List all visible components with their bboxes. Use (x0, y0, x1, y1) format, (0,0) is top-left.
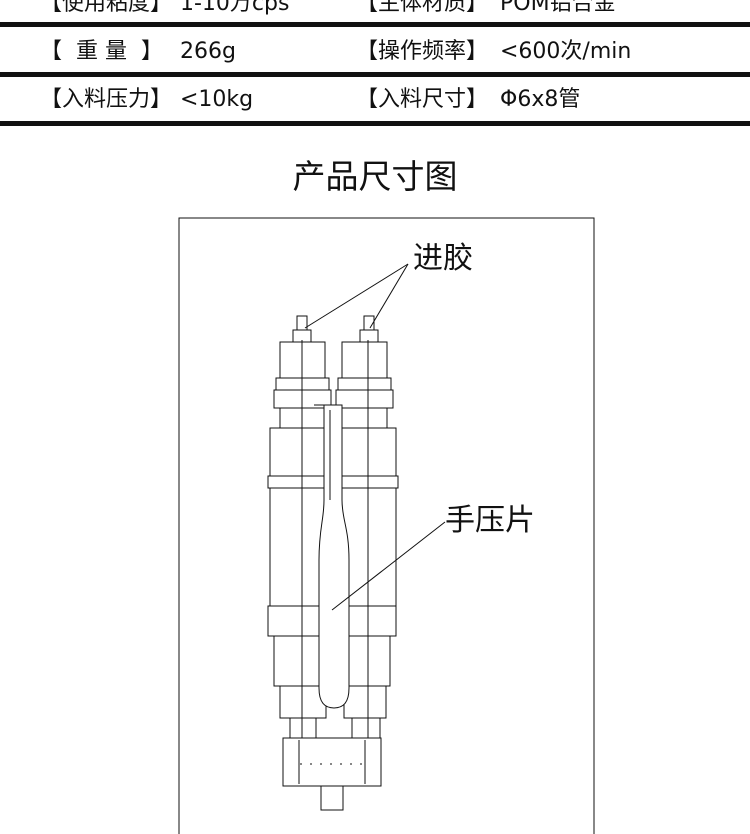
spec-label-inlet-size: 【入料尺寸】 (356, 87, 489, 112)
spec-value-viscosity: 1-10万cps (180, 0, 290, 16)
section-title: 产品尺寸图 (292, 157, 458, 196)
inlet-leader-left (304, 263, 409, 329)
bottom-mount-block (282, 737, 382, 811)
hand-press-plate (314, 404, 350, 709)
callout-inlet: 进胶 (413, 241, 473, 276)
inlet-leader-right (369, 263, 409, 329)
table-divider (0, 121, 750, 126)
spec-value-material: POM铝合金 (500, 0, 616, 16)
spec-label-frequency: 【操作频率】 (356, 39, 489, 64)
spec-value-pressure: <10kg (180, 87, 254, 112)
table-divider (0, 72, 750, 77)
drawing-frame (178, 217, 595, 834)
spec-label-viscosity: 【使用粘度】 (40, 0, 173, 16)
callout-hand-press: 手压片 (445, 503, 535, 538)
table-divider (0, 22, 750, 27)
spec-label-material: 【主体材质】 (356, 0, 489, 16)
spec-value-inlet-size: Φ6x8管 (500, 87, 581, 112)
spec-value-weight: 266g (180, 39, 236, 64)
spec-label-pressure: 【入料压力】 (40, 87, 173, 112)
right-valve-body (331, 315, 399, 739)
spec-label-weight: 【 重 量 】 (40, 39, 163, 64)
handle-leader (331, 521, 446, 611)
spec-value-frequency: <600次/min (500, 39, 632, 64)
